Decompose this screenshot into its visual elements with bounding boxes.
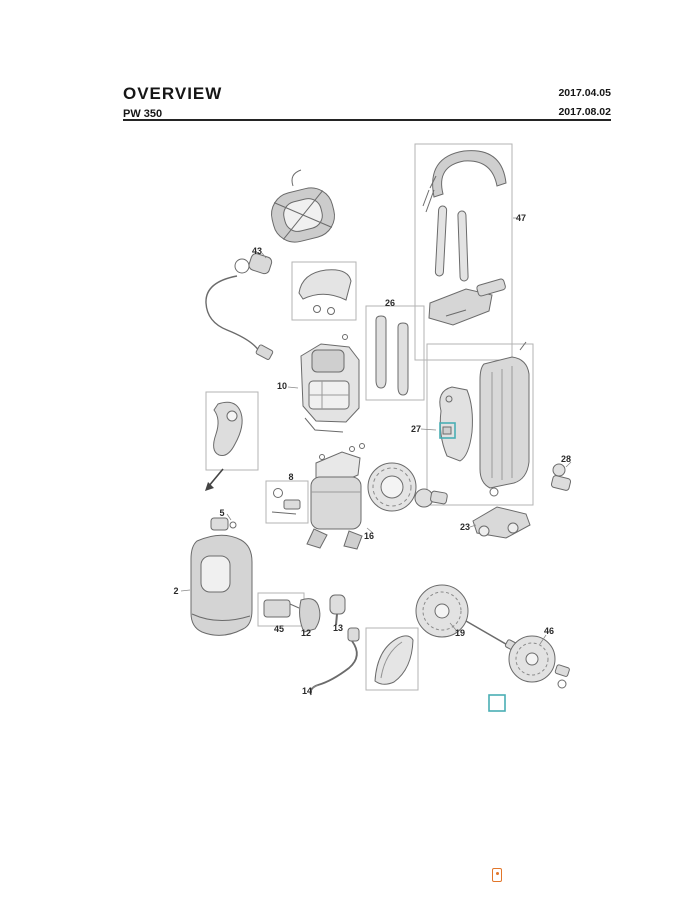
motor-housing-halves <box>439 356 530 497</box>
nozzle-part <box>329 594 346 626</box>
header-left: OVERVIEW PW 350 <box>123 84 222 120</box>
footer-mark <box>492 868 502 882</box>
highlight-box-lower <box>488 694 506 712</box>
hose-part <box>309 627 360 696</box>
switch-part <box>263 599 300 618</box>
shroud-part <box>374 635 414 685</box>
fitting-part <box>550 463 572 491</box>
spray-gun-part <box>213 401 243 456</box>
hook-clip <box>291 169 302 187</box>
clip-part <box>210 517 237 531</box>
sub-assembly-boxes <box>205 143 534 691</box>
power-cord-part <box>205 253 274 360</box>
knob-part <box>299 598 321 633</box>
screws <box>342 175 527 449</box>
leader-lines <box>180 217 572 689</box>
handle-part <box>422 150 507 213</box>
highlight-box-upper <box>439 422 456 439</box>
hose-hook-part <box>271 187 335 243</box>
spray-wands <box>375 315 409 396</box>
revision-date-top: 2017.04.05 <box>558 87 611 99</box>
reel-wheel-part <box>508 635 570 689</box>
cover-part <box>298 269 352 315</box>
revision-dates: 2017.04.05 2017.08.02 <box>558 84 611 123</box>
body-shell-part <box>190 534 253 636</box>
direction-arrow <box>205 468 224 491</box>
handle-bracket <box>428 278 506 326</box>
page-title: OVERVIEW <box>123 84 223 103</box>
frame-assembly-part <box>300 343 360 433</box>
motor-stator-part <box>367 462 448 512</box>
hardware-kit-part <box>271 488 301 515</box>
revision-date-bottom: 2017.08.02 <box>558 106 611 119</box>
base-bracket-part <box>472 506 531 539</box>
model-name: PW 350 <box>123 108 163 120</box>
header: OVERVIEW PW 350 2017.04.05 2017.08.02 <box>123 84 611 123</box>
highlighted-component <box>442 426 452 435</box>
handle-tubes <box>434 205 469 282</box>
fan-wheel-part <box>415 584 518 651</box>
header-divider <box>123 119 611 121</box>
pump-assembly-part <box>306 446 363 550</box>
